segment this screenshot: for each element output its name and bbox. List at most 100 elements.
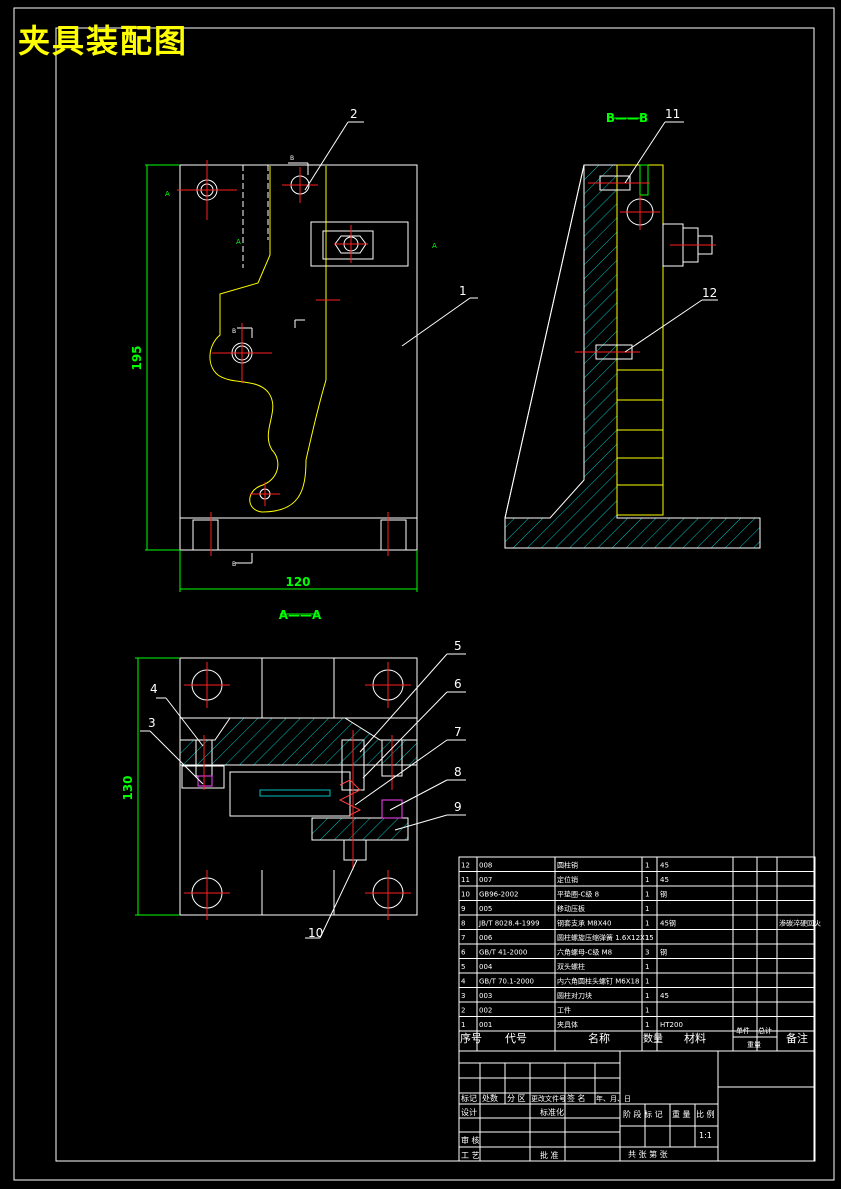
- bom-header: 序号 代号 名称 数量 材料 单件 总计 重量 备注: [460, 1026, 808, 1049]
- bom-header-material: 材料: [684, 1031, 706, 1045]
- balloon-9: 9: [454, 800, 462, 814]
- section-marker-a-left: A: [236, 238, 241, 246]
- balloon-10: 10: [308, 926, 323, 940]
- bom-cell-no: 9: [461, 905, 465, 913]
- tb-sign: 签 名: [567, 1093, 586, 1103]
- bom-header-unit: 单件: [736, 1026, 750, 1035]
- main-view-holes: [196, 175, 310, 500]
- bottom-dimensions: [135, 657, 180, 916]
- bom-header-name: 名称: [588, 1031, 610, 1045]
- workpiece-outline: [209, 166, 327, 513]
- dim-height-bottom: 130: [121, 775, 135, 800]
- bom-table: [458, 856, 816, 1052]
- bom-cell-qty: 1: [645, 876, 649, 884]
- bom-cell-material: HT200: [660, 1021, 683, 1029]
- bom-cell-name: 圆柱对刀块: [557, 991, 592, 1000]
- bom-cell-name: 双头螺柱: [557, 962, 585, 971]
- bom-cell-material: 45钢: [660, 919, 676, 928]
- bom-cell-code: 001: [479, 1021, 492, 1029]
- bom-cell-no: 8: [461, 920, 465, 928]
- bom-cell-code: 003: [479, 992, 492, 1000]
- bom-cell-no: 1: [461, 1021, 465, 1029]
- tb-count: 处数: [482, 1093, 498, 1103]
- side-section-view: [504, 164, 761, 549]
- bom-cell-no: 12: [461, 862, 470, 870]
- bom-cell-code: 005: [479, 905, 492, 913]
- bom-cell-name: 工件: [557, 1006, 571, 1015]
- bom-cell-no: 6: [461, 949, 466, 957]
- outer-frame: [13, 7, 835, 1181]
- bom-cell-qty: 1: [645, 891, 649, 899]
- bom-cell-code: 004: [479, 963, 493, 971]
- balloon-7: 7: [454, 725, 462, 739]
- title-block: [458, 1050, 816, 1162]
- bom-cell-material: 45: [660, 862, 669, 870]
- bom-cell-name: 定位销: [557, 875, 578, 884]
- tb-zone: 分 区: [507, 1094, 526, 1103]
- section-label-bb: B——B: [606, 111, 648, 125]
- tb-mark: 标记: [461, 1093, 477, 1103]
- bom-cell-code: 006: [479, 934, 493, 942]
- tb-date: 年、月、日: [596, 1094, 631, 1103]
- section-marker-b-mid: B: [232, 328, 236, 335]
- dim-width-main: 120: [285, 575, 310, 589]
- bottom-center-lines: [184, 662, 411, 920]
- tb-approve: 批 准: [540, 1150, 559, 1160]
- section-label-aa: A——A: [279, 608, 322, 622]
- bom-cell-code: GB/T 41-2000: [479, 949, 527, 957]
- section-marker-a-top: A: [165, 190, 170, 198]
- tb-standardize: 标准化: [540, 1107, 564, 1117]
- bom-cell-code: 002: [479, 1007, 492, 1015]
- bom-cell-qty: 3: [645, 949, 649, 957]
- main-dimensions: [145, 117, 642, 615]
- bom-cell-code: 007: [479, 876, 492, 884]
- bom-header-qty: 数量: [643, 1032, 663, 1045]
- center-lines: [177, 160, 389, 556]
- bom-cell-name: 圆柱销: [557, 861, 578, 870]
- bom-header-no: 序号: [460, 1031, 482, 1045]
- bottom-view: [179, 657, 418, 916]
- bom-cell-code: GB96-2002: [479, 891, 518, 899]
- tb-sheets: 共 张 第 张: [628, 1149, 668, 1159]
- side-center-lines: [575, 182, 716, 353]
- bom-cell-qty: 1: [645, 1007, 649, 1015]
- tb-process: 工 艺: [461, 1151, 480, 1160]
- balloon-5: 5: [454, 639, 462, 653]
- leader-lines: [140, 121, 718, 939]
- inner-frame: [55, 27, 815, 1162]
- bom-cell-material: 45: [660, 992, 669, 1000]
- section-marker-b-top: B: [290, 155, 294, 162]
- balloon-1: 1: [459, 284, 467, 298]
- tb-design: 设计: [461, 1107, 477, 1117]
- bom-cell-qty: 1: [645, 920, 649, 928]
- bom-cell-qty: 1: [645, 963, 649, 971]
- balloon-12: 12: [702, 286, 717, 300]
- bom-cell-code: 008: [479, 862, 492, 870]
- balloon-4: 4: [150, 682, 158, 696]
- bom-cell-no: 4: [461, 978, 466, 986]
- bom-cell-name: 钢套支承 M8X40: [557, 919, 611, 928]
- bom-header-total: 总计: [758, 1026, 772, 1035]
- balloon-8: 8: [454, 765, 462, 779]
- bom-cell-code: JB/T 8028.4-1999: [478, 920, 540, 928]
- bom-cell-qty: 1: [645, 862, 649, 870]
- bom-cell-name: 内六角圆柱头螺钉 M6X18: [557, 977, 639, 986]
- bom-cell-note: 渗碳淬硬回火: [779, 919, 821, 928]
- tb-scale-value: 1:1: [699, 1131, 712, 1140]
- bom-cell-name: 圆柱螺旋压缩弹簧 1.6X12X15: [557, 933, 654, 942]
- bom-cell-name: 六角螺母-C级 M8: [557, 948, 612, 957]
- bom-cell-no: 11: [461, 876, 470, 884]
- bom-cell-name: 移动压板: [557, 904, 585, 913]
- bom-cell-name: 夹具体: [557, 1020, 578, 1029]
- section-marker-a-right: A: [432, 242, 437, 250]
- section-marker-b-bottom: B: [232, 561, 236, 568]
- dim-height-main: 195: [130, 345, 144, 370]
- bom-cell-no: 5: [461, 963, 465, 971]
- bom-header-note: 备注: [786, 1031, 808, 1045]
- bom-cell-no: 3: [461, 992, 465, 1000]
- bom-cell-material: 45: [660, 876, 669, 884]
- balloon-6: 6: [454, 677, 462, 691]
- balloon-labels: 1 2 3 4 5 6 7 8 9 10 11 12: [148, 107, 717, 940]
- balloon-3: 3: [148, 716, 156, 730]
- balloon-2: 2: [350, 107, 358, 121]
